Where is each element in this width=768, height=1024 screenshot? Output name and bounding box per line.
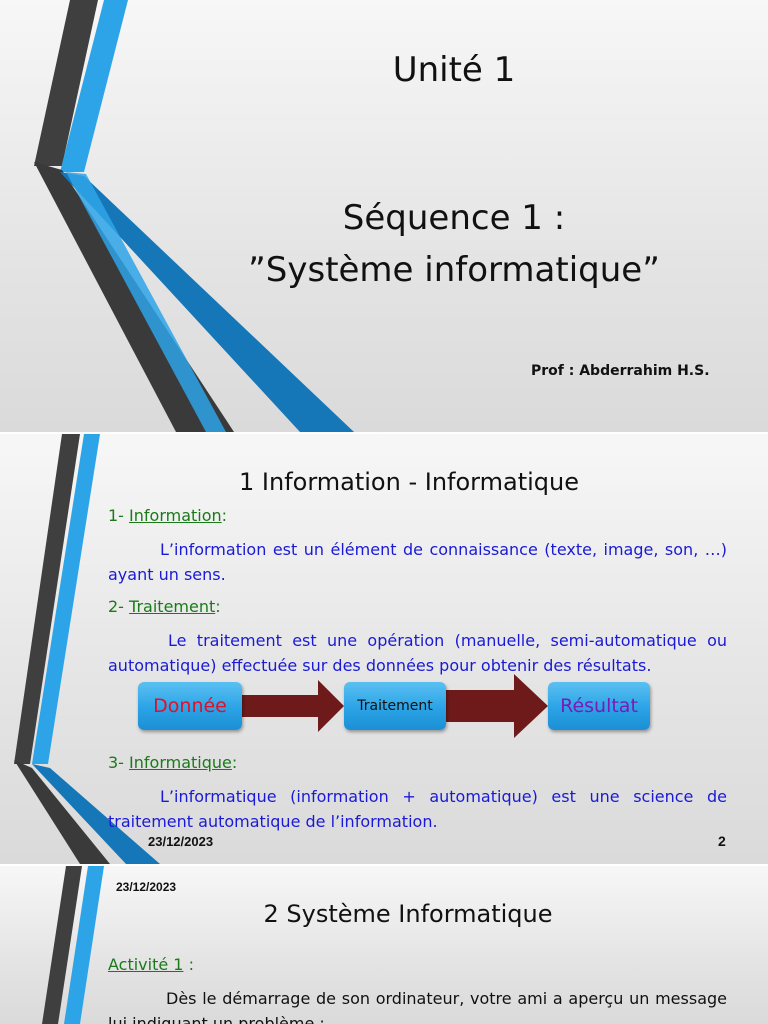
- slide-page-number: 2: [718, 833, 726, 849]
- slide-date: 23/12/2023: [148, 834, 214, 849]
- definition-traitement: Le traitement est une opération (manuell…: [108, 631, 727, 675]
- slide-decoration: [34, 0, 354, 432]
- activity-text: Dès le démarrage de son ordinateur, votr…: [108, 989, 727, 1024]
- slide-decoration: [42, 866, 104, 1024]
- section-heading-information: 1- Information:: [108, 506, 227, 525]
- activity-heading: Activité 1 :: [108, 955, 194, 974]
- sequence-subtitle: ”Système informatique”: [248, 250, 660, 290]
- slide-date: 23/12/2023: [116, 880, 177, 894]
- slide-title: 1 Information - Informatique: [239, 468, 579, 496]
- flow-process-label: Traitement: [357, 698, 433, 714]
- definition-information: L’information est un élément de connaiss…: [108, 540, 727, 584]
- flow-box-process: Traitement: [344, 682, 446, 730]
- section-colon: :: [215, 597, 221, 616]
- flow-box-input: Donnée: [138, 682, 242, 730]
- flow-input-label: Donnée: [153, 695, 227, 717]
- section-label: Traitement: [129, 597, 216, 616]
- activity-colon: :: [183, 955, 194, 974]
- unit-title: Unité 1: [392, 50, 516, 90]
- section-number: 2-: [108, 597, 130, 616]
- slide-decoration: [14, 434, 160, 864]
- section-label: Information: [129, 506, 222, 525]
- slide-3: 23/12/2023 2 Système Informatique Activi…: [0, 866, 768, 1024]
- flow-arrows: [240, 674, 548, 738]
- slide-title: 2 Système Informatique: [263, 900, 553, 928]
- flow-box-output: Résultat: [548, 682, 650, 730]
- arrow-process-output: [444, 674, 548, 738]
- slide-2: 1 Information - Informatique 1- Informat…: [0, 434, 768, 864]
- section-heading-informatique: 3- Informatique:: [108, 753, 237, 772]
- definition-informatique: L’informatique (information + automatiqu…: [108, 787, 727, 831]
- author-name: Prof : Abderrahim H.S.: [531, 363, 710, 379]
- section-label: Informatique: [129, 753, 232, 772]
- section-colon: :: [221, 506, 228, 525]
- activity-label: Activité 1: [108, 955, 184, 974]
- section-heading-traitement: 2- Traitement:: [108, 597, 221, 616]
- slide-1: Unité 1 Séquence 1 : ”Système informatiq…: [0, 0, 768, 432]
- arrow-input-process: [240, 680, 344, 732]
- section-colon: :: [231, 753, 238, 772]
- sequence-title: Séquence 1 :: [342, 198, 566, 238]
- section-number: 1-: [108, 506, 130, 525]
- section-number: 3-: [108, 753, 130, 772]
- flow-output-label: Résultat: [560, 695, 638, 717]
